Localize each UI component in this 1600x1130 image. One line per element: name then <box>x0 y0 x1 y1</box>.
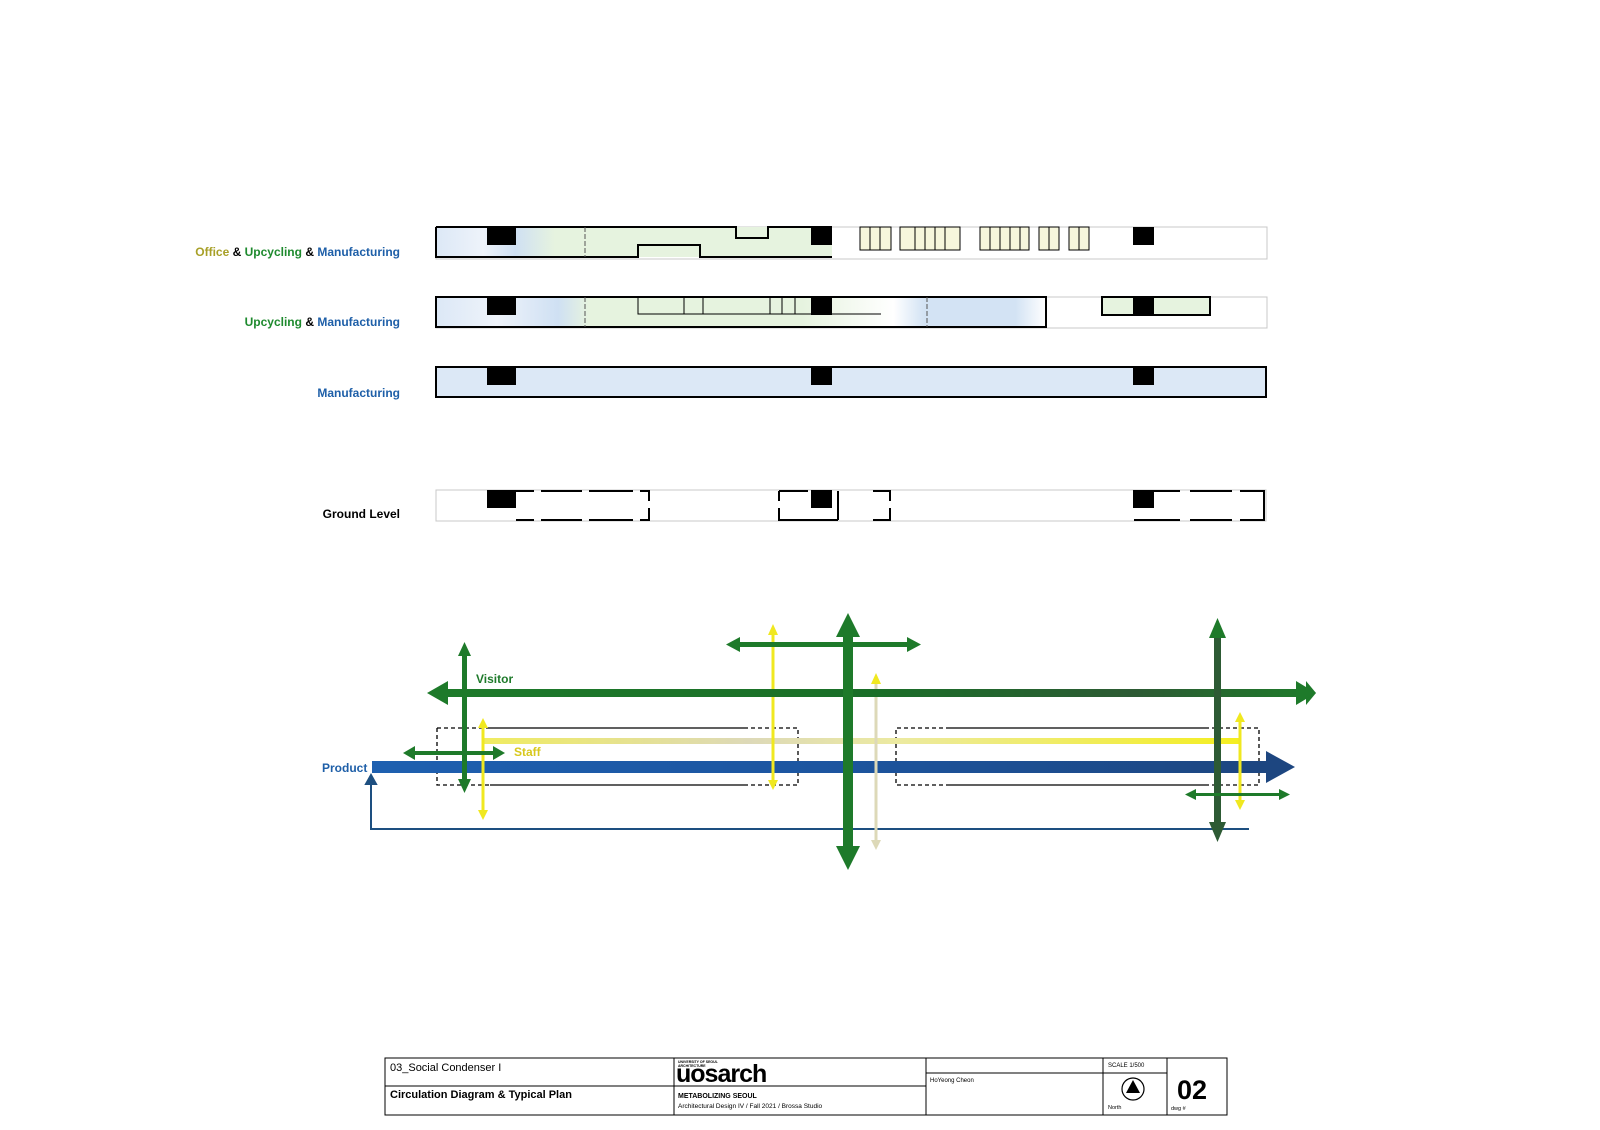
visitor-label: Visitor <box>476 672 513 686</box>
plan-row-manufacturing <box>435 366 1267 398</box>
core-block <box>487 367 516 385</box>
building-outline-right <box>895 727 1260 786</box>
level-label-part: Manufacturing <box>317 315 400 329</box>
level-label-part: Manufacturing <box>317 386 400 400</box>
logo-small-line1: UNIVERSITY OF SEOUL <box>678 1060 719 1064</box>
product-flow-arrow <box>372 751 1295 783</box>
core-block <box>487 227 516 245</box>
visitor-flow-arrow <box>427 681 1316 705</box>
building-outline-left <box>436 727 799 786</box>
core-block <box>811 490 832 508</box>
level-label-part: Office <box>195 245 229 259</box>
level-label-part: Ground Level <box>323 507 400 521</box>
title-block: 03_Social Condenser I Circulation Diagra… <box>384 1057 1228 1116</box>
level-label-part: & <box>302 245 317 259</box>
product-return-line <box>364 772 1249 830</box>
core-block <box>487 297 516 315</box>
level-label-1: Office & Upcycling & Manufacturing <box>195 245 400 259</box>
north-arrow-icon <box>1121 1077 1145 1101</box>
core-block <box>487 490 516 508</box>
dwg-number: 02 <box>1177 1075 1207 1105</box>
plan-row-office-upcycling-manufacturing <box>435 226 1268 260</box>
core-block <box>1133 297 1154 315</box>
level-label-part: Manufacturing <box>317 245 400 259</box>
core-block <box>1133 227 1154 245</box>
core-block <box>1133 490 1154 508</box>
scale-label: SCALE 1/500 <box>1108 1063 1145 1069</box>
core-block <box>811 367 832 385</box>
studio-title: METABOLIZING SEOUL <box>678 1093 758 1100</box>
core-block <box>811 297 832 315</box>
author-name: HoYeong Cheon <box>930 1078 974 1084</box>
level-label-4: Ground Level <box>323 507 400 521</box>
dwg-label: dwg # <box>1171 1106 1187 1112</box>
drawing-title: Circulation Diagram & Typical Plan <box>390 1089 572 1101</box>
level-label-3: Manufacturing <box>317 386 400 400</box>
logo-small-line2: ARCHITECTURE <box>678 1064 706 1068</box>
product-label: Product <box>322 761 367 775</box>
plan-row-ground-level <box>435 489 1267 522</box>
project-name: 03_Social Condenser I <box>390 1062 501 1074</box>
staff-flow-line <box>484 738 1241 744</box>
course-info: Architectural Design IV / Fall 2021 / Br… <box>678 1103 823 1110</box>
level-label-2: Upcycling & Manufacturing <box>245 315 400 329</box>
visitor-secondary-arrows <box>403 613 1290 870</box>
core-block <box>1133 367 1154 385</box>
staff-label: Staff <box>514 745 542 759</box>
level-label-part: Upcycling <box>245 315 302 329</box>
uosarch-logo: uosarch <box>676 1060 766 1088</box>
core-block <box>811 227 832 245</box>
plan-row-upcycling-manufacturing <box>435 296 1268 329</box>
staff-vertical-arrows <box>478 624 1245 850</box>
north-label: North <box>1108 1105 1121 1111</box>
level-label-part: & <box>302 315 317 329</box>
level-label-part: & <box>229 245 244 259</box>
level-label-part: Upcycling <box>245 245 302 259</box>
